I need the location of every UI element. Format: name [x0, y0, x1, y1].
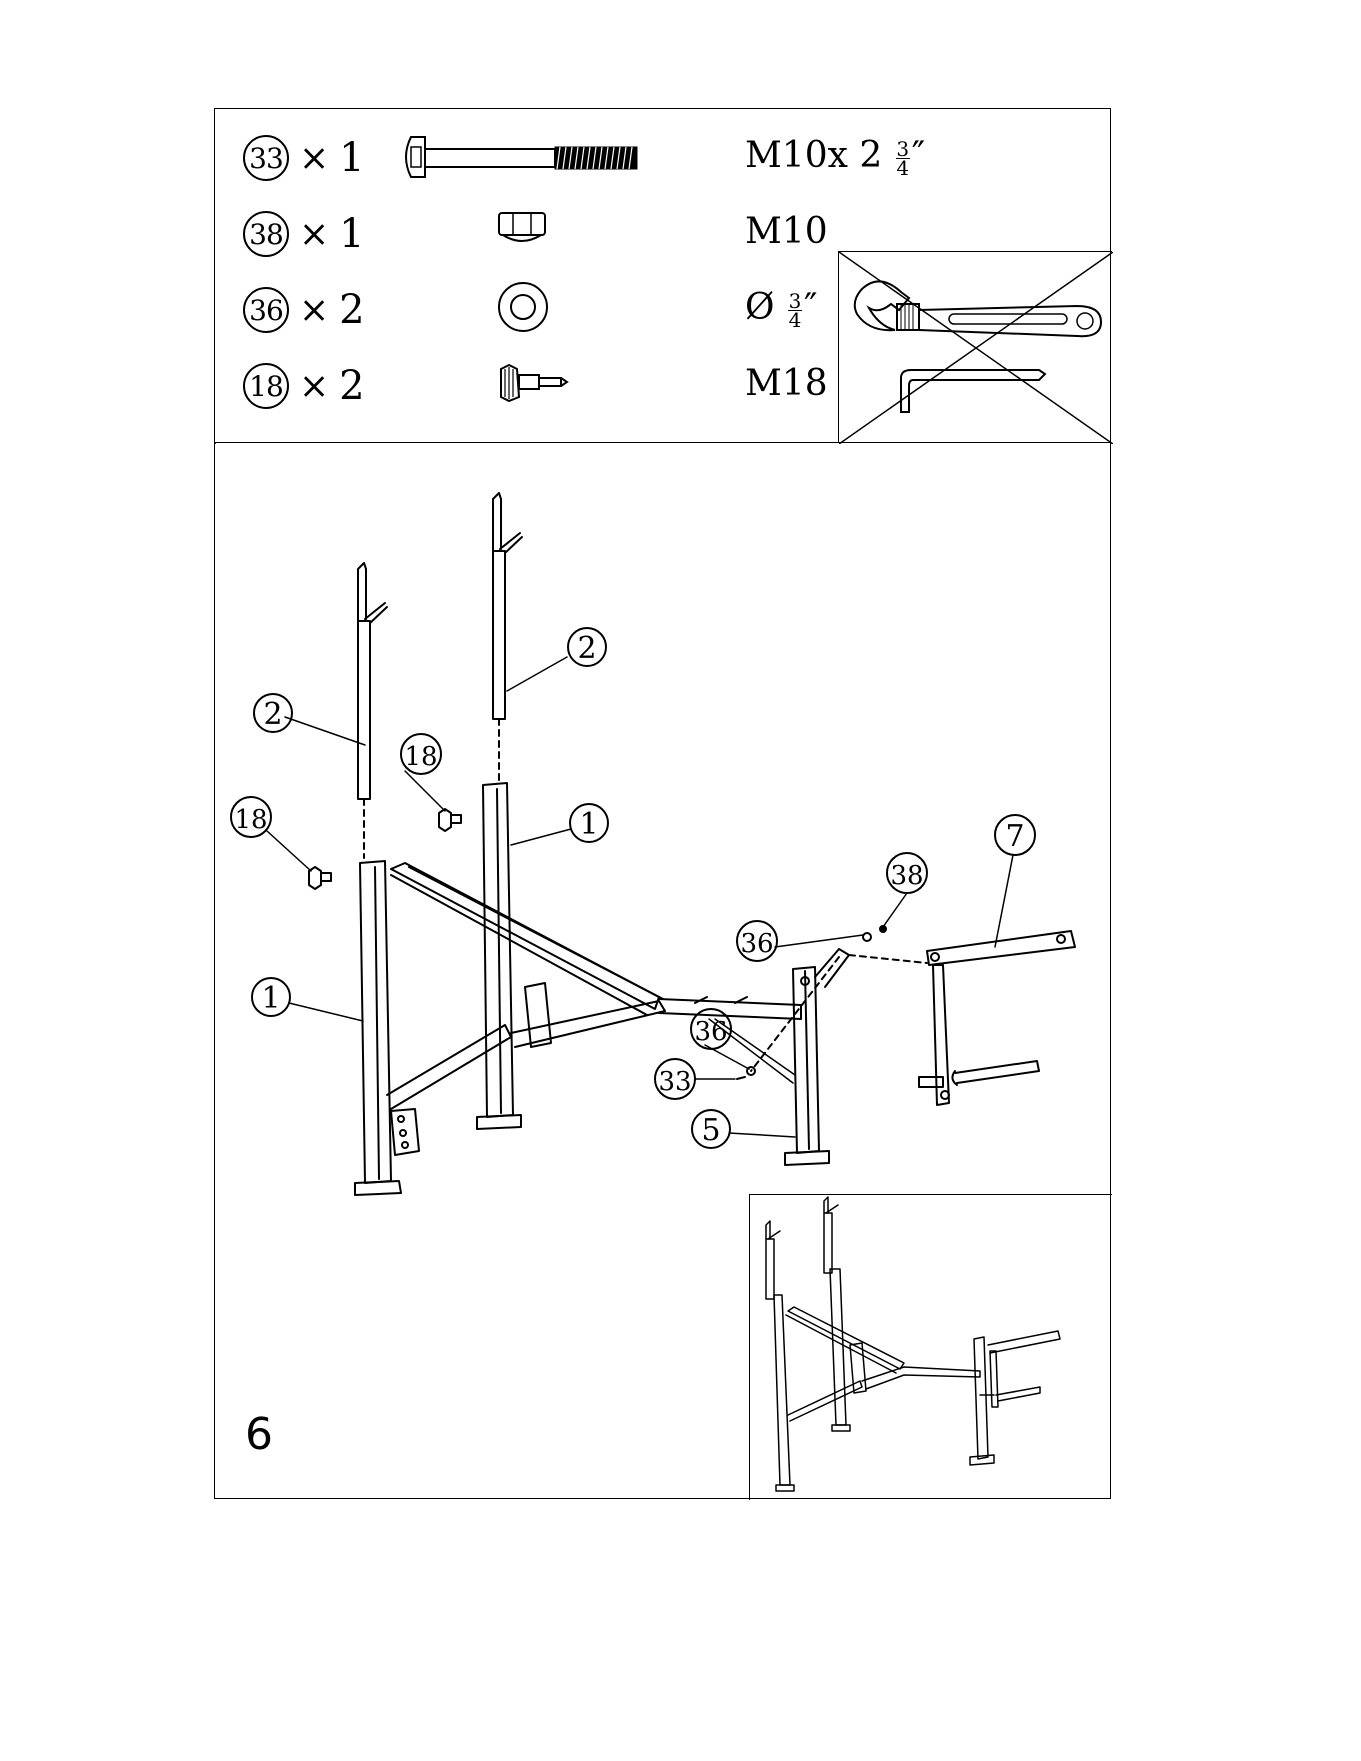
knob-icon	[495, 359, 575, 409]
part-number-badge: 18	[243, 363, 289, 409]
part-number-badge: 36	[243, 287, 289, 333]
svg-text:33: 33	[658, 1067, 691, 1097]
svg-text:18: 18	[404, 742, 437, 772]
part-number-badge: 33	[243, 135, 289, 181]
knob-part-lower	[309, 867, 331, 889]
tools-box	[838, 251, 1112, 443]
quantity-value: 2	[339, 287, 364, 333]
svg-text:36: 36	[694, 1017, 727, 1047]
step-number: 6	[245, 1409, 273, 1460]
upright-front-right	[477, 783, 521, 1129]
callout-washer-upper: 36	[737, 921, 777, 961]
hardware-panel: 33 × 1 M10x 2	[215, 109, 1110, 443]
svg-text:7: 7	[1005, 819, 1024, 854]
callout-upright-left: 1	[252, 978, 290, 1016]
hardware-row-bolt: 33 × 1 M10x 2	[215, 127, 1110, 187]
bolt-icon	[395, 127, 645, 187]
svg-text:1: 1	[579, 807, 598, 842]
hardware-spec: M10	[745, 211, 828, 252]
washer-icon	[493, 277, 553, 337]
hardware-qty: 33 × 1	[243, 135, 365, 181]
part-number-badge: 38	[243, 211, 289, 257]
upper-post-left	[358, 563, 387, 799]
svg-text:5: 5	[701, 1113, 720, 1148]
hardware-spec: M18	[745, 363, 828, 404]
incline-beam	[391, 863, 663, 1015]
assembled-view-inset	[749, 1194, 1112, 1500]
callout-leg-attachment: 7	[995, 815, 1035, 855]
hardware-qty: 18 × 2	[243, 363, 365, 409]
svg-text:18: 18	[234, 805, 267, 835]
instruction-frame: 33 × 1 M10x 2	[214, 108, 1111, 1499]
hardware-qty: 36 × 2	[243, 287, 365, 333]
svg-text:2: 2	[263, 697, 282, 732]
knob-part-upper	[439, 809, 461, 831]
leg-attachment	[919, 931, 1075, 1105]
allen-key-icon	[901, 370, 1045, 412]
svg-text:2: 2	[577, 631, 596, 666]
tools-drawing	[839, 252, 1113, 444]
callout-nut: 38	[887, 853, 927, 893]
quantity-value: 2	[339, 363, 364, 409]
assembled-view-drawing	[750, 1195, 1113, 1501]
svg-text:1: 1	[261, 981, 280, 1016]
svg-text:38: 38	[890, 861, 923, 891]
quantity-value: 1	[339, 211, 364, 257]
rear-upright	[785, 949, 849, 1165]
callout-bolt: 33	[655, 1059, 695, 1099]
callout-post-right: 2	[568, 628, 606, 666]
callout-post-left: 2	[254, 694, 292, 732]
quantity-value: 1	[339, 135, 364, 181]
callout-knob-lower: 18	[231, 797, 271, 837]
hardware-qty: 38 × 1	[243, 211, 365, 257]
washer-part-upper	[863, 933, 871, 941]
callout-knob-upper: 18	[401, 734, 441, 774]
svg-text:36: 36	[740, 929, 773, 959]
callout-rear-upright: 5	[692, 1110, 730, 1148]
bolt-part	[737, 1077, 745, 1079]
nut-icon	[493, 207, 553, 257]
callout-upright-right: 1	[570, 804, 608, 842]
